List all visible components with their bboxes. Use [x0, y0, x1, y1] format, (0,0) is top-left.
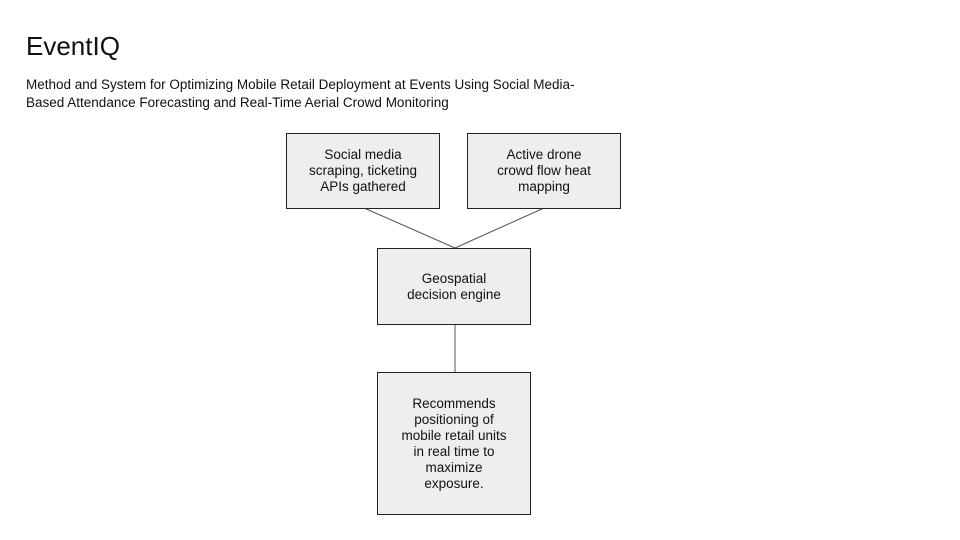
- node-label: Recommends positioning of mobile retail …: [401, 395, 507, 491]
- connector-social-engine: [363, 207, 456, 249]
- page-subtitle: Method and System for Optimizing Mobile …: [26, 77, 575, 110]
- page-title: EventIQ: [26, 31, 120, 61]
- connector-drone-engine: [454, 207, 545, 249]
- node-label: Social media scraping, ticketing APIs ga…: [308, 147, 418, 194]
- node-social-media: Social media scraping, ticketing APIs ga…: [286, 133, 440, 209]
- node-output-recommendation: Recommends positioning of mobile retail …: [377, 372, 531, 515]
- node-drone-mapping: Active drone crowd flow heat mapping: [467, 133, 621, 209]
- node-decision-engine: Geospatial decision engine: [377, 248, 531, 325]
- node-label: Geospatial decision engine: [407, 270, 501, 302]
- node-label: Active drone crowd flow heat mapping: [497, 147, 591, 194]
